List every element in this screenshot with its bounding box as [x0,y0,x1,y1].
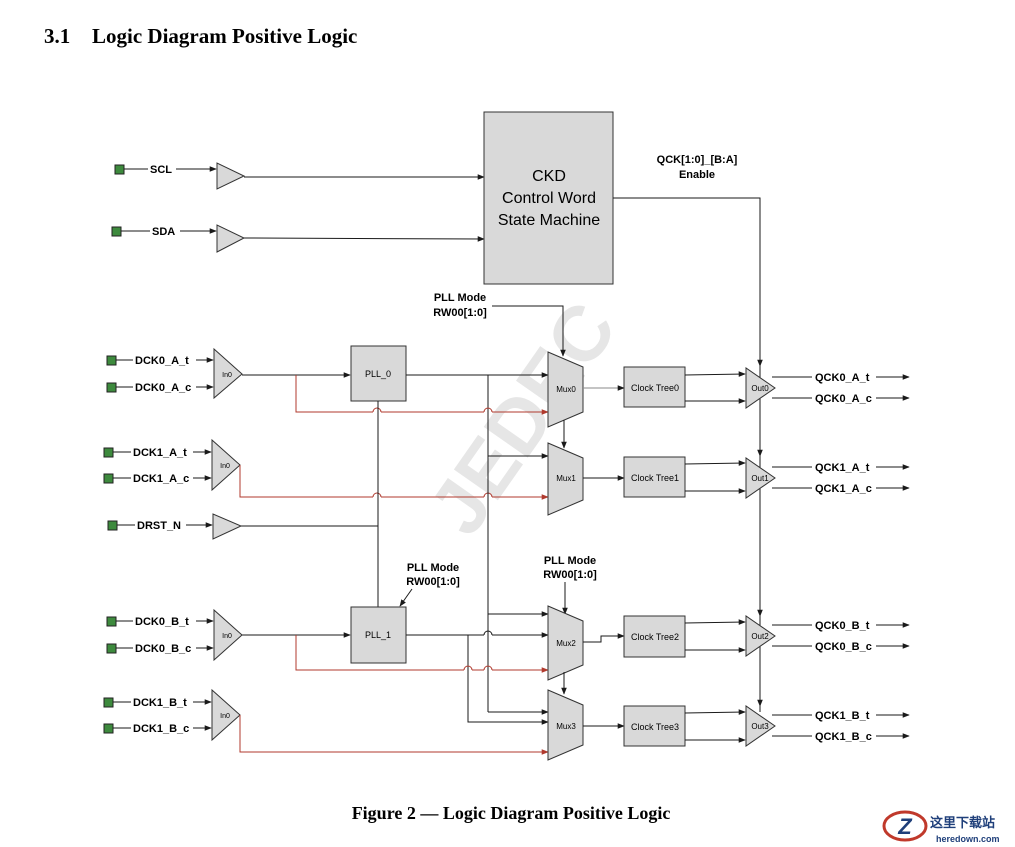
output-buffer-0 [745,367,776,409]
output-buffer-label: Out0 [751,384,769,393]
figure-caption: Figure 2 — Logic Diagram Positive Logic [352,803,671,823]
input-buffer-0 [213,347,243,400]
output-buffer-label: Out1 [751,474,769,483]
mux-2-label: Mux2 [556,639,576,648]
scl-input: SCL [114,162,485,190]
output-buffer-label: Out2 [751,632,769,641]
dck0-b-inputs: DCK0_B_t DCK0_B_c [106,616,214,655]
pin-label-dck0-a-t: DCK0_A_t [135,355,189,367]
pin-icon [106,355,117,366]
mux-0-label: Mux0 [556,385,576,394]
clock-tree-0-label: Clock Tree0 [631,383,679,393]
mux-0 [547,351,584,428]
pll-mode-label-line2: RW00[1:0] [543,569,597,581]
input-buffer-label: In0 [222,633,232,640]
output-label-qck0-a-t: QCK0_A_t [815,372,870,384]
section-title: Logic Diagram Positive Logic [92,24,357,48]
state-machine-line1: CKD [532,168,566,185]
output-label-qck0-b-t: QCK0_B_t [815,620,870,632]
mux-3 [547,689,584,761]
pin-icon [106,643,117,654]
pin-icon [107,520,118,531]
pin-icon [106,616,117,627]
pll-0-block [350,345,407,402]
output-label-qck0-b-c: QCK0_B_c [815,641,872,653]
clock-tree-3 [623,705,686,747]
buffer-icon [216,224,246,253]
pin-label-dck1-b-c: DCK1_B_c [133,723,189,735]
watermark: JEDEC [412,286,633,550]
svg-text:Z: Z [897,814,913,839]
output-label-qck1-b-c: QCK1_B_c [815,731,872,743]
site-logo: Z 这里下载站 heredown.com [882,810,1000,844]
pin-label-dck0-b-c: DCK0_B_c [135,643,191,655]
enable-label-line1: QCK[1:0]_[B:A] [657,154,738,166]
dck0-a-inputs: DCK0_A_t DCK0_A_c [106,355,214,394]
pin-icon [103,447,114,458]
state-machine-line3: State Machine [498,212,600,229]
pll-mode-label-line1: PLL Mode [434,292,486,304]
input-buffer-2 [213,608,243,662]
logo-ring-icon [882,810,928,842]
output-label-qck1-a-t: QCK1_A_t [815,462,870,474]
pin-icon [103,723,114,734]
output-buffer-2 [745,615,776,657]
pll-mode-label-line1: PLL Mode [544,555,596,567]
pin-label-sda: SDA [152,226,175,238]
pin-icon [111,226,122,237]
clock-tree-2-label: Clock Tree2 [631,632,679,642]
pll-mode-label-line2: RW00[1:0] [406,576,460,588]
clock-tree-1 [623,456,686,498]
clock-tree-1-label: Clock Tree1 [631,473,679,483]
state-machine-block: CKD Control Word State Machine [483,111,614,285]
enable-label-line2: Enable [679,169,715,181]
pin-label-dck1-a-t: DCK1_A_t [133,447,187,459]
clock-tree-2 [623,615,686,658]
input-buffer-label: In0 [222,372,232,379]
pin-label-dck0-b-t: DCK0_B_t [135,616,189,628]
clock-tree-0 [623,366,686,408]
pin-label-drst-n: DRST_N [137,520,181,532]
output-label-qck1-a-c: QCK1_A_c [815,483,872,495]
output-label-qck0-a-c: QCK0_A_c [815,393,872,405]
mux-3-label: Mux3 [556,722,576,731]
logo-text-cn: 这里下载站 [930,815,995,831]
state-machine-line2: Control Word [502,190,596,207]
enable-bus [613,197,761,712]
dck1-b-inputs: DCK1_B_t DCK1_B_c [103,697,212,735]
pll-mode-label-line1: PLL Mode [407,562,459,574]
pin-icon [114,164,125,175]
input-buffer-label: In0 [220,713,230,720]
mux-1-label: Mux1 [556,474,576,483]
dck1-a-inputs: DCK1_A_t DCK1_A_c [103,447,212,485]
output-buffer-1 [745,457,776,499]
pin-label-scl: SCL [150,164,172,176]
mux-1 [547,442,584,516]
output-buffer-3 [745,705,776,747]
pin-label-dck0-a-c: DCK0_A_c [135,382,191,394]
pin-label-dck1-a-c: DCK1_A_c [133,473,189,485]
section-number: 3.1 [44,24,70,48]
logo-text-url: heredown.com [936,834,1000,844]
pin-label-dck1-b-t: DCK1_B_t [133,697,187,709]
pll-1-label: PLL_1 [365,630,391,640]
buffer-icon [212,513,243,540]
output-buffer-label: Out3 [751,722,769,731]
sda-input: SDA [111,224,485,253]
pll-mode-label-line2: RW00[1:0] [433,307,487,319]
mux-2 [547,605,584,681]
pll-0-label: PLL_0 [365,369,391,379]
pin-icon [106,382,117,393]
pin-icon [103,697,114,708]
clock-tree-3-label: Clock Tree3 [631,722,679,732]
pin-icon [103,473,114,484]
buffer-icon [216,162,246,190]
output-label-qck1-b-t: QCK1_B_t [815,710,870,722]
input-buffer-1 [211,438,241,492]
input-buffer-3 [211,688,241,742]
drst-n-input: DRST_N [107,513,243,540]
input-buffer-label: In0 [220,463,230,470]
